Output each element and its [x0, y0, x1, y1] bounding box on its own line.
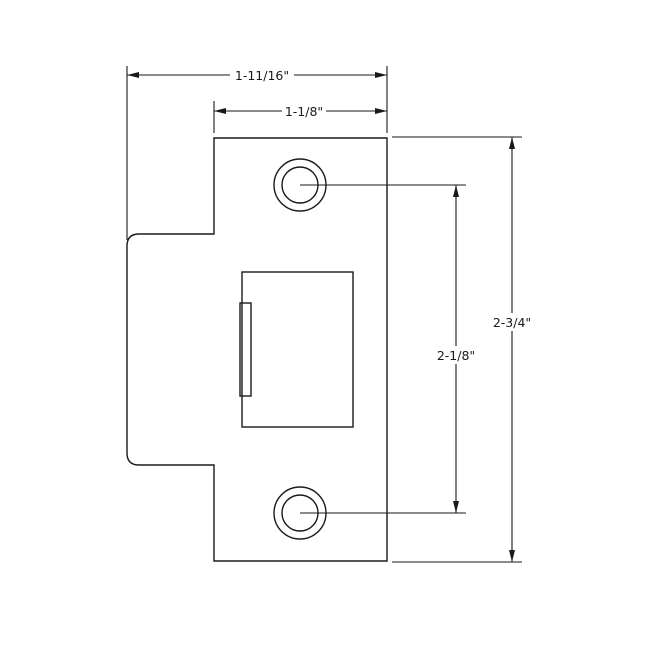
overall-width-label: 1-11/16"	[235, 68, 289, 83]
strike-opening	[241, 271, 354, 428]
plate-outline	[126, 137, 388, 562]
strike-lip	[239, 302, 252, 397]
hole-spacing-label: 2-1/8"	[437, 348, 475, 363]
dimension-plate-width: 1-1/8"	[213, 101, 387, 133]
dimension-overall-height: 2-3/4"	[392, 136, 534, 563]
plate-width-label: 1-1/8"	[285, 104, 323, 119]
dimension-hole-spacing: 2-1/8"	[300, 184, 478, 514]
dimension-overall-width: 1-11/16"	[126, 66, 388, 240]
overall-height-label: 2-3/4"	[493, 315, 531, 330]
